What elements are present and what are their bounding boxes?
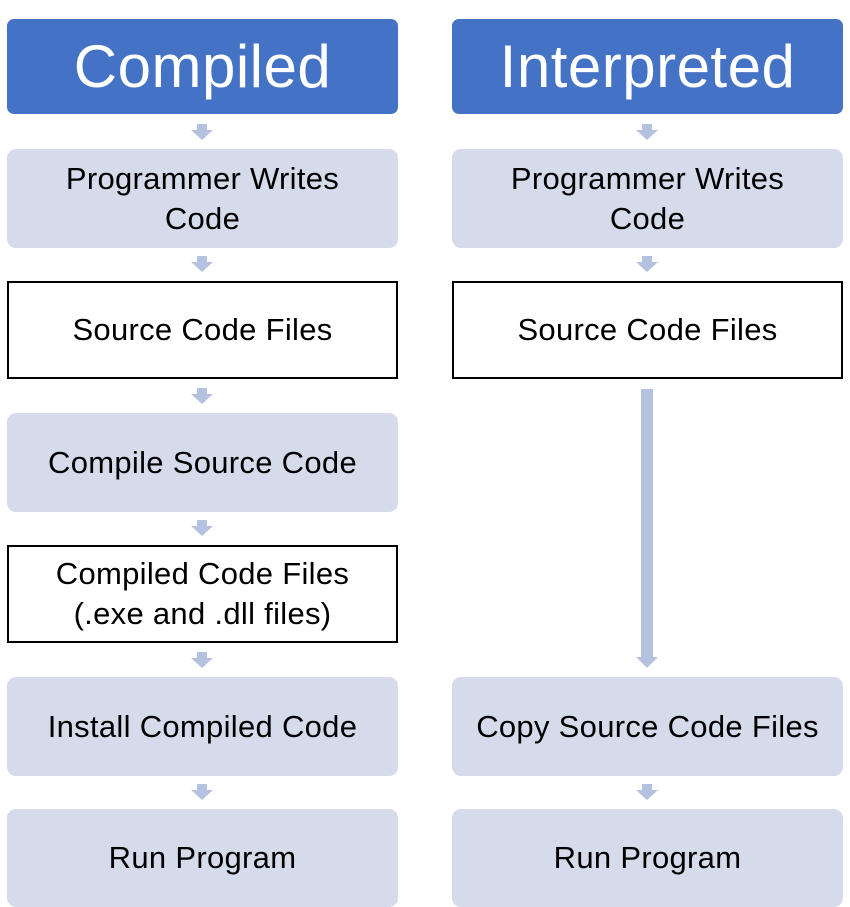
down-arrow-icon [191, 520, 213, 536]
long-down-arrow-icon [636, 389, 658, 668]
interpreted-step-write-code-label: Programmer Writes Code [510, 160, 785, 236]
compiled-step-compile: Compile Source Code [7, 413, 398, 512]
interpreted-step-copy: Copy Source Code Files [452, 677, 843, 776]
compiled-step-install: Install Compiled Code [7, 677, 398, 776]
down-arrow-icon [636, 784, 658, 800]
interpreted-source-files-label: Source Code Files [517, 312, 778, 347]
down-arrow-icon [191, 652, 213, 668]
compiled-source-files: Source Code Files [7, 281, 398, 379]
compiled-step-compile-label: Compile Source Code [48, 444, 357, 480]
interpreted-source-files: Source Code Files [452, 281, 843, 379]
compiled-step-run: Run Program [7, 809, 398, 907]
down-arrow-icon [191, 256, 213, 272]
down-arrow-icon [636, 256, 658, 272]
down-arrow-icon [191, 388, 213, 404]
interpreted-step-run: Run Program [452, 809, 843, 907]
interpreted-header: Interpreted [452, 19, 843, 114]
interpreted-step-copy-label: Copy Source Code Files [476, 708, 819, 744]
down-arrow-icon [191, 124, 213, 140]
compiled-step-install-label: Install Compiled Code [47, 708, 358, 744]
interpreted-step-run-label: Run Program [553, 840, 742, 875]
compiled-source-files-label: Source Code Files [72, 312, 333, 347]
compiled-code-files-label: Compiled Code Files (.exe and .dll files… [55, 556, 350, 631]
down-arrow-icon [636, 124, 658, 140]
compiled-code-files: Compiled Code Files (.exe and .dll files… [7, 545, 398, 643]
compiled-step-write-code: Programmer Writes Code [7, 149, 398, 248]
interpreted-step-write-code: Programmer Writes Code [452, 149, 843, 248]
compiled-step-run-label: Run Program [108, 840, 297, 875]
compiled-header: Compiled [7, 19, 398, 114]
compiled-step-write-code-label: Programmer Writes Code [65, 160, 340, 236]
down-arrow-icon [191, 784, 213, 800]
